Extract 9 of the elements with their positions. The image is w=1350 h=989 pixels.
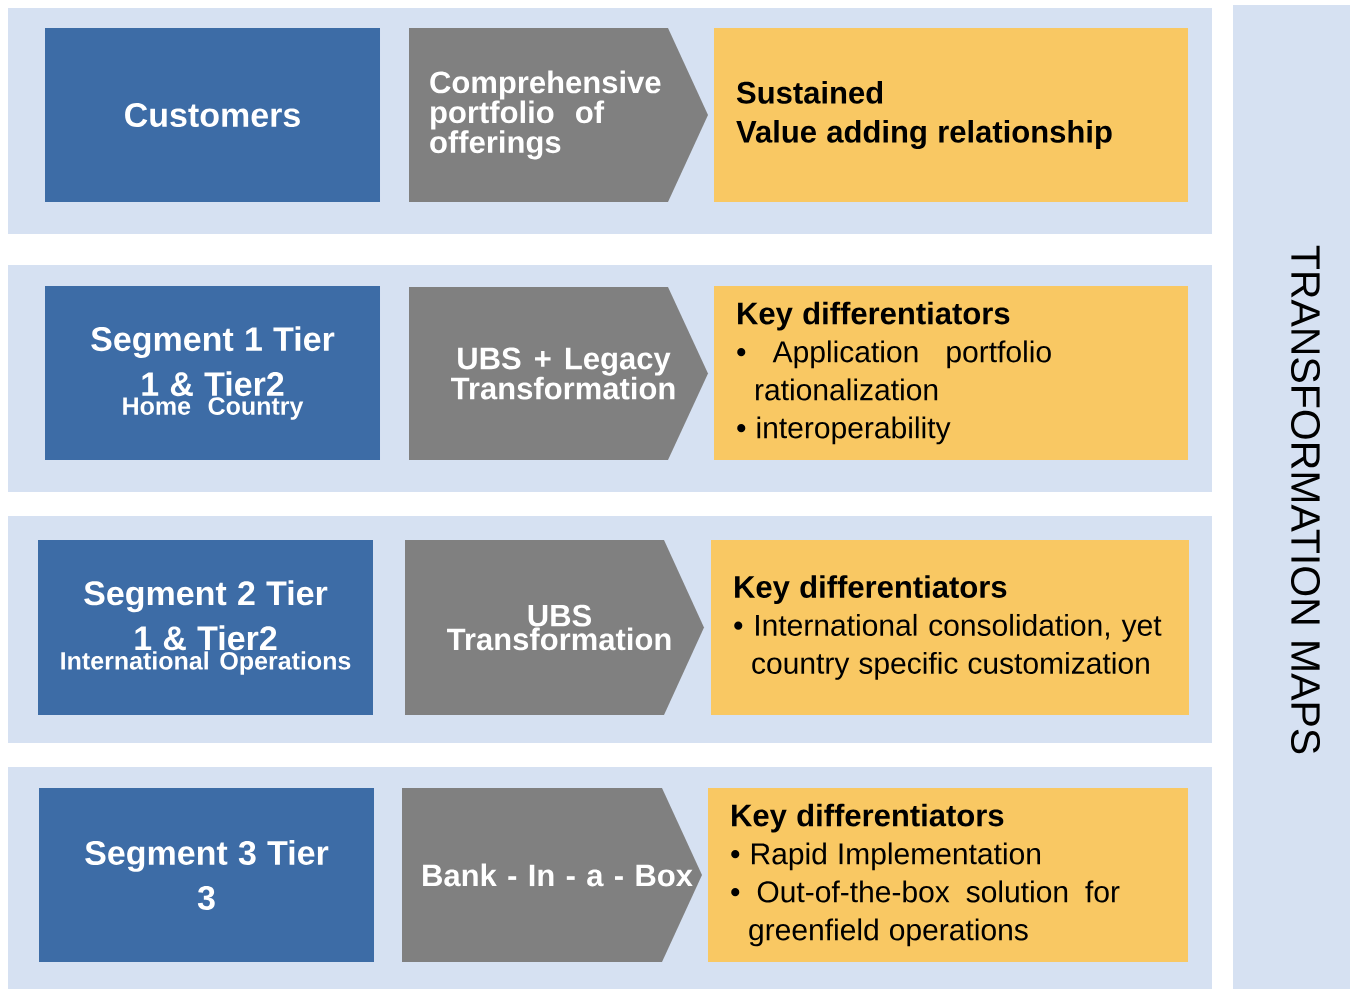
differentiator-box: Key differentiators • International consolidation, yet country specific customization (711, 540, 1189, 715)
differentiator-box: Sustained Value adding relationship (714, 28, 1188, 202)
segment-box: Segment 3 Tier 3 (39, 788, 374, 962)
side-band: TRANSFORMATION MAPS (1233, 5, 1350, 989)
segment-box: Segment 1 Tier 1 & Tier2 Home Country (45, 286, 380, 460)
differentiator-box: Key differentiators • Rapid Implementation • Out-of-the-box solution for greenfield operations (708, 788, 1188, 962)
segment-box: Segment 2 Tier 1 & Tier2 International Operations (38, 540, 373, 715)
differentiator-box: Key differentiators • Application portfolio rationalization • interoperability (714, 286, 1188, 460)
segment-box: Customers (45, 28, 380, 202)
